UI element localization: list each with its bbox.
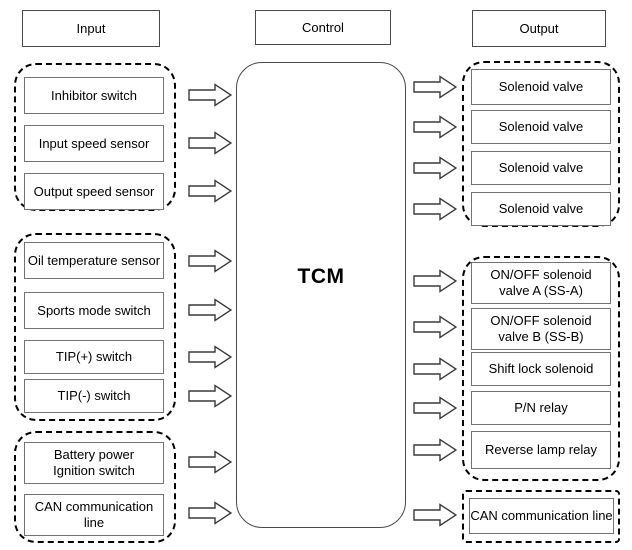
- arrow-input-to-control: [188, 298, 232, 322]
- input-item[interactable]: Sports mode switch: [24, 292, 164, 329]
- arrow-control-to-output: [413, 75, 457, 99]
- arrow-control-to-output: [413, 156, 457, 180]
- arrow-control-to-output: [413, 357, 457, 381]
- output-item[interactable]: Solenoid valve: [471, 110, 611, 144]
- arrow-input-to-control: [188, 249, 232, 273]
- output-group-actuators: [462, 256, 620, 481]
- output-item[interactable]: P/N relay: [471, 391, 611, 425]
- arrow-input-to-control: [188, 345, 232, 369]
- input-group-sensors: [14, 63, 176, 211]
- input-item[interactable]: Inhibitor switch: [24, 77, 164, 114]
- arrow-input-to-control: [188, 83, 232, 107]
- output-item[interactable]: Shift lock solenoid: [471, 352, 611, 386]
- output-item[interactable]: Solenoid valve: [471, 192, 611, 226]
- output-group-can: [462, 490, 620, 543]
- input-item[interactable]: TIP(-) switch: [24, 379, 164, 413]
- input-item[interactable]: CAN communication line: [24, 494, 164, 536]
- input-item[interactable]: Oil temperature sensor: [24, 242, 164, 279]
- arrow-control-to-output: [413, 115, 457, 139]
- input-item[interactable]: Output speed sensor: [24, 173, 164, 210]
- input-group-power: [14, 431, 176, 543]
- input-item[interactable]: Input speed sensor: [24, 125, 164, 162]
- arrow-input-to-control: [188, 450, 232, 474]
- arrow-input-to-control: [188, 501, 232, 525]
- input-group-switches: [14, 233, 176, 421]
- output-item[interactable]: CAN communication line: [469, 498, 614, 534]
- output-item[interactable]: Solenoid valve: [471, 69, 611, 105]
- tcm-label: TCM: [297, 265, 345, 288]
- tcm-control-block[interactable]: [236, 62, 406, 528]
- arrow-control-to-output: [413, 396, 457, 420]
- output-item[interactable]: ON/OFF solenoid valve A (SS-A): [471, 262, 611, 304]
- arrow-control-to-output: [413, 503, 457, 527]
- column-header-output: Output: [472, 10, 606, 47]
- column-header-input: Input: [22, 10, 160, 47]
- arrow-input-to-control: [188, 179, 232, 203]
- arrow-input-to-control: [188, 131, 232, 155]
- output-item[interactable]: Reverse lamp relay: [471, 431, 611, 469]
- arrow-control-to-output: [413, 315, 457, 339]
- input-item[interactable]: TIP(+) switch: [24, 340, 164, 374]
- input-item[interactable]: Battery power Ignition switch: [24, 442, 164, 484]
- arrow-control-to-output: [413, 269, 457, 293]
- arrow-control-to-output: [413, 438, 457, 462]
- output-item[interactable]: Solenoid valve: [471, 151, 611, 185]
- arrow-control-to-output: [413, 197, 457, 221]
- output-group-solenoid-valves: [462, 61, 620, 227]
- arrow-input-to-control: [188, 384, 232, 408]
- column-header-control: Control: [255, 10, 391, 45]
- output-item[interactable]: ON/OFF solenoid valve B (SS-B): [471, 308, 611, 350]
